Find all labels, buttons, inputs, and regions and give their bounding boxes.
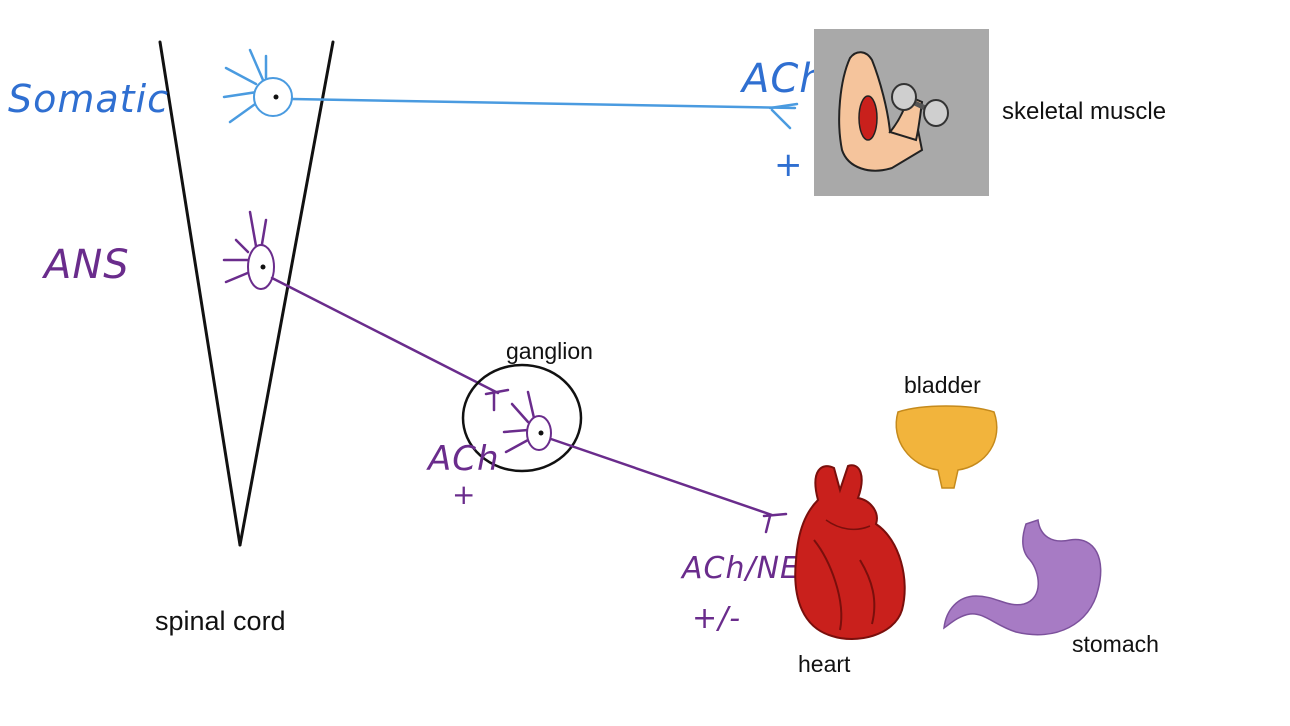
spinal-cord-shape: [158, 40, 335, 547]
heart-label: heart: [798, 651, 851, 677]
somatic-neuron: [222, 48, 799, 130]
bladder-icon: [895, 405, 998, 489]
ganglion-circle: [461, 363, 583, 473]
stomach-icon: [943, 518, 1102, 636]
ganglion-transmitter-label: ACh: [426, 439, 500, 479]
neuron-cell-body-icon: [253, 77, 293, 117]
ans-preganglionic-terminal: [484, 388, 510, 412]
somatic-effect-label: +: [774, 145, 804, 185]
skeletal-muscle-image: [814, 29, 989, 196]
ans-preganglionic-neuron: [222, 210, 510, 412]
postganglionic-nucleus: [538, 430, 544, 436]
spinal-cord-label: spinal cord: [155, 606, 286, 636]
postganglionic-dendrites: [502, 390, 536, 454]
ans-postganglionic-axon: [549, 437, 774, 517]
somatic-dendrites: [222, 48, 268, 124]
heart-icon: [794, 464, 906, 640]
somatic-label: Somatic: [8, 77, 169, 121]
ans-nucleus: [260, 264, 266, 270]
ganglion-label: ganglion: [506, 338, 593, 364]
stomach-label: stomach: [1072, 631, 1159, 657]
somatic-axon-terminal: [768, 102, 799, 130]
somatic-axon: [290, 97, 797, 110]
somatic-transmitter-label: ACh: [739, 56, 826, 102]
target-transmitter-label: ACh/NE: [680, 551, 800, 586]
ans-label: ANS: [41, 242, 130, 288]
ans-dendrites: [222, 210, 268, 284]
skeletal-muscle-label: skeletal muscle: [1002, 98, 1166, 125]
ganglion-effect-label: +: [452, 478, 476, 511]
somatic-nucleus: [273, 94, 279, 100]
ans-preganglionic-axon: [270, 276, 500, 395]
target-effect-label: +/-: [692, 601, 741, 636]
muscle-arm-dumbbell-icon: [838, 51, 949, 172]
bladder-label: bladder: [904, 372, 981, 398]
postganglionic-terminal: [762, 512, 788, 534]
ans-postganglionic-neuron: [502, 390, 788, 534]
